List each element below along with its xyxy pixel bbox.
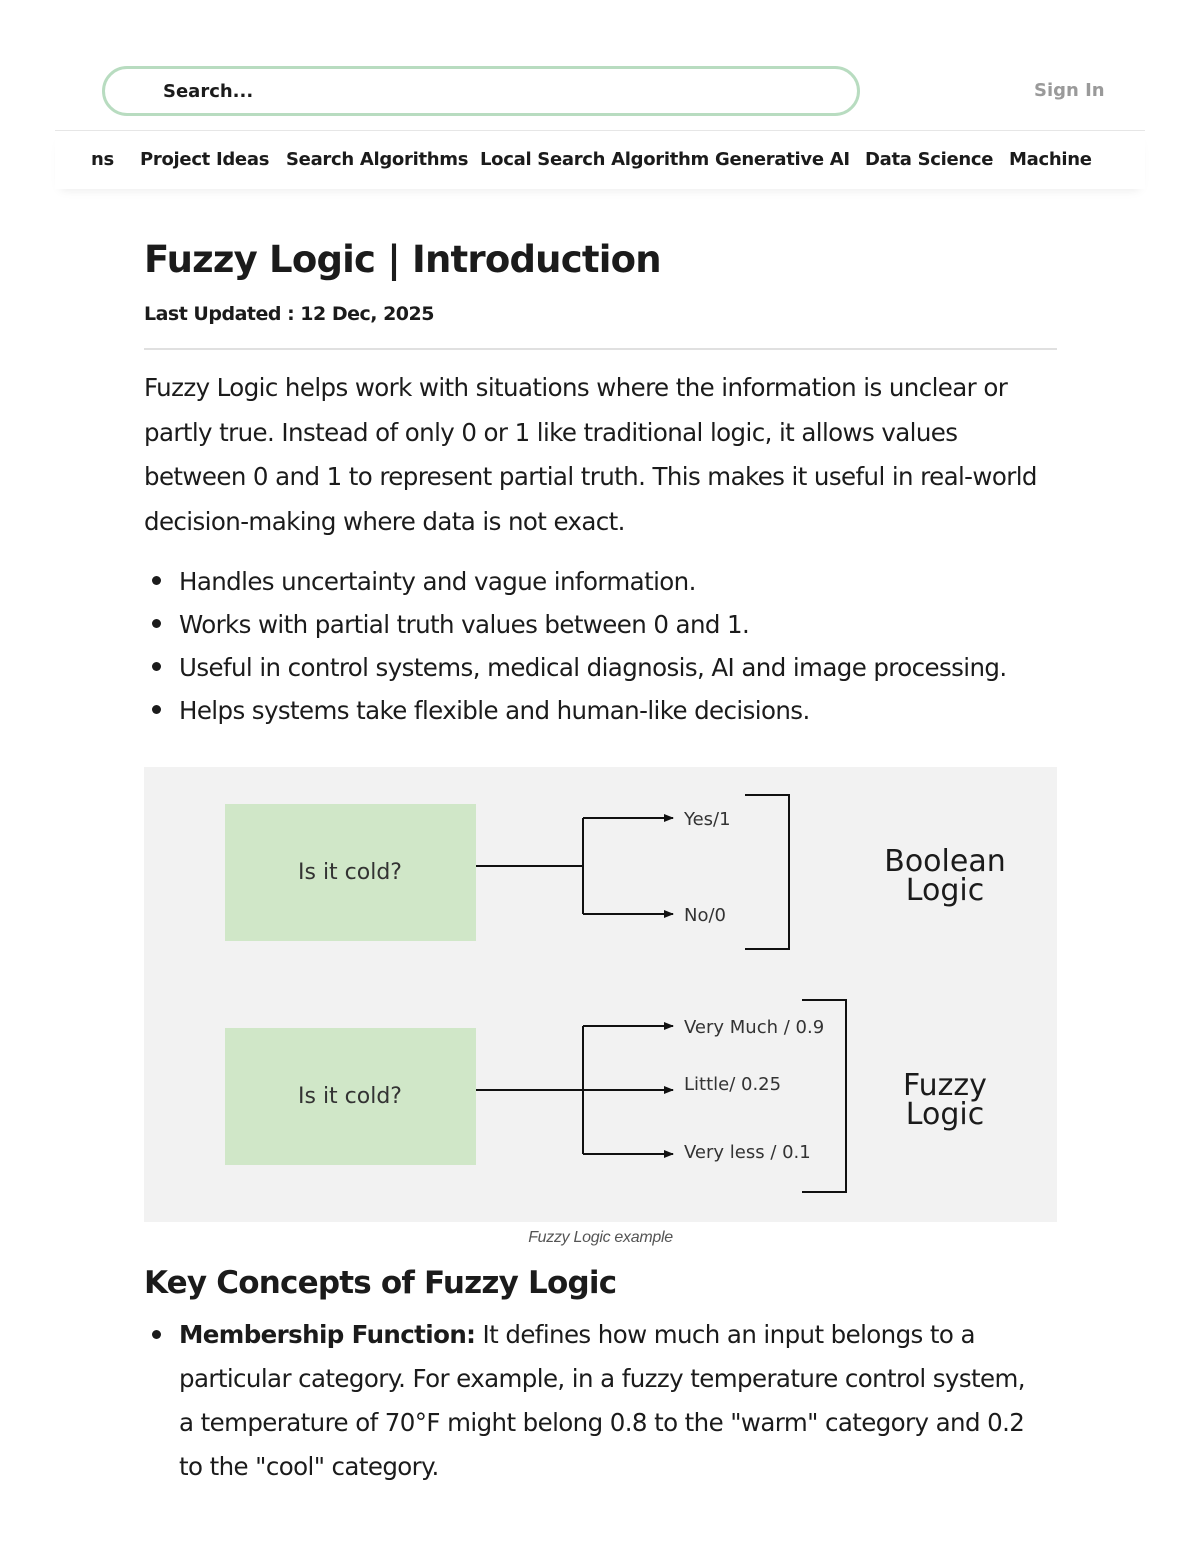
search-input[interactable] bbox=[163, 69, 823, 113]
fuzzy-bracket bbox=[802, 999, 847, 1193]
sign-in-link[interactable]: Sign In bbox=[1034, 80, 1105, 101]
concept-text: It defines how much an input belongs to … bbox=[179, 1320, 1026, 1481]
boolean-output-no: No/0 bbox=[684, 905, 726, 926]
list-item: Helps systems take flexible and human-li… bbox=[144, 689, 1074, 732]
last-updated: Last Updated : 12 Dec, 2025 bbox=[144, 303, 434, 325]
fuzzy-output-little: Little/ 0.25 bbox=[684, 1074, 781, 1095]
boolean-output-yes: Yes/1 bbox=[683, 809, 731, 830]
fuzzy-output-very-much: Very Much / 0.9 bbox=[684, 1017, 824, 1038]
figure-caption: Fuzzy Logic example bbox=[528, 1229, 673, 1246]
search-box[interactable] bbox=[102, 66, 860, 116]
category-nav: ns Project Ideas Search Algorithms Local… bbox=[55, 131, 1145, 189]
article-title: Fuzzy Logic | Introduction bbox=[144, 238, 662, 281]
concepts-list: Membership Function: It defines how much… bbox=[144, 1313, 1044, 1489]
boolean-logic-label-line1: Boolean bbox=[884, 844, 1005, 879]
fuzzy-logic-label-line1: Fuzzy bbox=[903, 1068, 987, 1103]
fuzzy-question-text: Is it cold? bbox=[298, 1084, 402, 1109]
nav-item-project-ideas[interactable]: Project Ideas bbox=[140, 149, 270, 170]
nav-item-generative-ai[interactable]: Generative AI bbox=[715, 149, 850, 170]
boolean-question-box bbox=[225, 804, 476, 941]
concept-term: Membership Function: bbox=[179, 1320, 476, 1349]
fuzzy-output-very-less: Very less / 0.1 bbox=[684, 1142, 811, 1163]
header-divider bbox=[55, 130, 1145, 131]
intro-paragraph: Fuzzy Logic helps work with situations w… bbox=[144, 373, 1037, 536]
fuzzy-logic-diagram: Is it cold? Yes/1 No/0 Boolean Logic Is … bbox=[144, 767, 1057, 1222]
feature-list: Handles uncertainty and vague informatio… bbox=[144, 560, 1074, 732]
title-divider bbox=[144, 348, 1057, 350]
nav-item-local-search-algorithm[interactable]: Local Search Algorithm bbox=[480, 149, 710, 170]
nav-item-machine[interactable]: Machine bbox=[1009, 149, 1092, 170]
list-item: Handles uncertainty and vague informatio… bbox=[144, 560, 1074, 603]
boolean-question-text: Is it cold? bbox=[298, 860, 402, 885]
fuzzy-logic-label-line2: Logic bbox=[906, 1097, 984, 1132]
list-item: Works with partial truth values between … bbox=[144, 603, 1074, 646]
fuzzy-question-box bbox=[225, 1028, 476, 1165]
nav-item-data-science[interactable]: Data Science bbox=[865, 149, 994, 170]
nav-item-partial[interactable]: ns bbox=[91, 149, 114, 170]
list-item: Membership Function: It defines how much… bbox=[144, 1313, 1044, 1489]
list-item: Useful in control systems, medical diagn… bbox=[144, 646, 1074, 689]
section-heading: Key Concepts of Fuzzy Logic bbox=[144, 1265, 617, 1301]
boolean-bracket bbox=[745, 794, 790, 950]
nav-item-search-algorithms[interactable]: Search Algorithms bbox=[286, 149, 469, 170]
diagram-svg: Is it cold? Yes/1 No/0 Boolean Logic Is … bbox=[225, 794, 1006, 1193]
boolean-logic-label-line2: Logic bbox=[906, 873, 984, 908]
